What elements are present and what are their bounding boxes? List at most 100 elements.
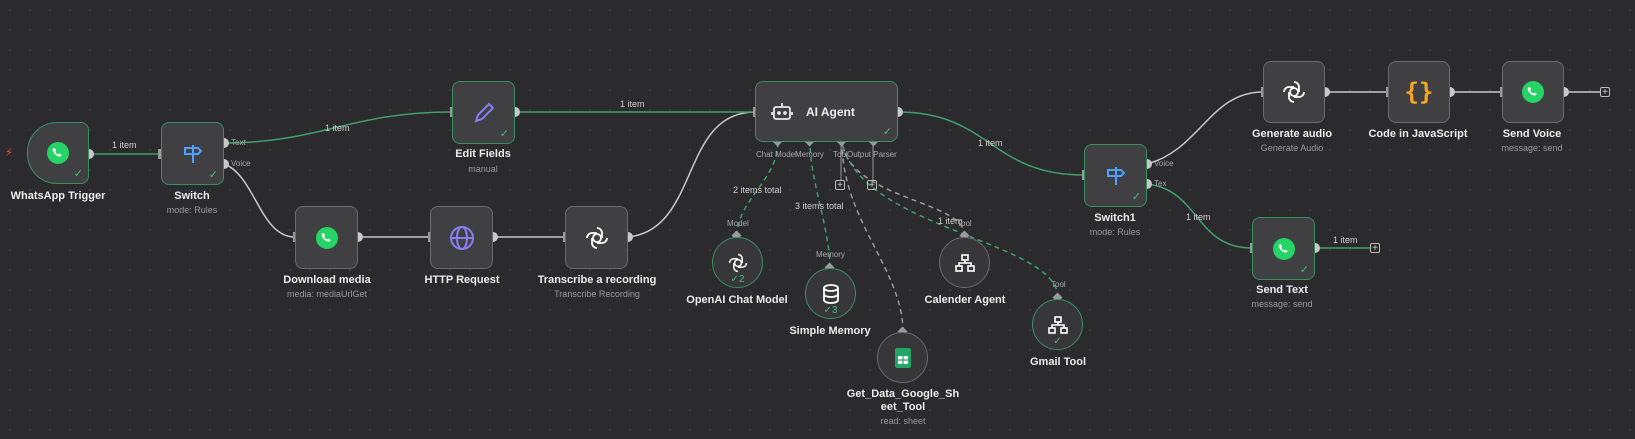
whatsapp-icon: [315, 226, 338, 249]
edit-fields-node[interactable]: ✓: [452, 81, 515, 144]
edge-switch1-sendtext: [1146, 183, 1253, 249]
send-text-label: Send Text: [1256, 284, 1308, 296]
whatsapp-icon: [1272, 237, 1295, 260]
send-voice-label: Send Voice: [1502, 128, 1562, 140]
add-parser-button[interactable]: +: [867, 180, 877, 191]
edge-label-agent-switch1: 1 item: [978, 138, 1003, 148]
edge-memory-agent: [809, 141, 831, 269]
agent-in-chat-label: Chat Model: [756, 150, 797, 159]
google-sheet-tool-node[interactable]: [877, 332, 928, 383]
edge-switch-download: [223, 163, 296, 238]
edge-gmail-agent: [841, 141, 1059, 299]
simple-memory-label: Simple Memory: [789, 325, 871, 337]
ai-agent-label: AI Agent: [806, 104, 855, 119]
switch-sub: mode: Rules: [166, 205, 218, 215]
signpost-icon: [183, 144, 202, 163]
switch-label: Switch: [174, 190, 210, 202]
code-javascript-node[interactable]: {}: [1388, 61, 1450, 123]
download-media-node[interactable]: [295, 206, 358, 269]
edge-switch-edit: [223, 111, 453, 144]
success-check-icon: ✓: [1131, 191, 1141, 203]
whatsapp-trigger-label: WhatsApp Trigger: [10, 190, 106, 202]
edge-calendar-agent: [841, 141, 966, 237]
add-tool-button[interactable]: +: [835, 180, 845, 191]
transcribe-sub: Transcribe Recording: [554, 289, 640, 299]
switch1-node[interactable]: ✓: [1084, 144, 1147, 207]
http-request-label: HTTP Request: [424, 274, 500, 286]
agent-in-tool-label: Tool: [833, 150, 848, 159]
sitemap-icon: [954, 253, 975, 272]
simple-memory-node[interactable]: ✓3: [805, 268, 856, 319]
edge-label-tool-items: 1 item: [938, 216, 963, 226]
edge-agent-switch1: [897, 111, 1085, 176]
success-check-icon: ✓: [1053, 336, 1062, 347]
whatsapp-trigger-node[interactable]: ✓: [27, 122, 89, 184]
google-sheets-icon: [894, 347, 911, 368]
calendar-agent-node[interactable]: [939, 237, 990, 288]
edge-label-switch-edit: 1 item: [325, 123, 350, 133]
handle-in-switch: [158, 149, 162, 159]
edge-sheet-agent: [841, 141, 904, 333]
openai-icon: [1283, 81, 1305, 103]
send-voice-node[interactable]: [1502, 61, 1564, 123]
calendar-handle-label: Tool: [957, 219, 972, 228]
success-check-icon: ✓: [882, 126, 892, 138]
success-check-icon: ✓: [73, 168, 83, 180]
transcribe-label: Transcribe a recording: [537, 274, 657, 286]
edit-fields-sub: manual: [468, 164, 498, 174]
edge-switch1-genaudio: [1146, 91, 1264, 165]
edge-label-edit-agent: 1 item: [620, 99, 645, 109]
google-sheet-tool-sub: read: sheet: [880, 416, 926, 426]
edge-label-sendtext-out: 1 item: [1333, 235, 1358, 245]
curly-braces-icon: {}: [1404, 78, 1434, 106]
edge-openai-agent: [736, 141, 779, 237]
switch1-sub: mode: Rules: [1089, 227, 1141, 237]
download-media-label: Download media: [283, 274, 371, 286]
gmail-handle-label: Tool: [1051, 280, 1066, 289]
switch1-out-text-label: Tex: [1154, 179, 1167, 188]
add-after-send-voice-button[interactable]: +: [1600, 87, 1610, 98]
edge-label-memory-items: 3 items total: [795, 201, 844, 211]
database-icon: [822, 283, 839, 304]
gmail-tool-node[interactable]: ✓: [1032, 299, 1083, 350]
download-media-sub: media: mediaUrlGet: [286, 289, 368, 299]
code-javascript-label: Code in JavaScript: [1368, 128, 1468, 140]
sitemap-icon: [1047, 315, 1068, 334]
openai-icon: [728, 253, 747, 272]
edit-fields-label: Edit Fields: [455, 148, 511, 160]
switch-out-text-label: Text: [231, 138, 246, 147]
run-count-badge: ✓3: [823, 305, 838, 316]
openai-handle-label: Model: [727, 219, 749, 228]
generate-audio-node[interactable]: [1263, 61, 1325, 123]
trigger-bolt-icon: ⚡: [5, 147, 13, 159]
signpost-icon: [1106, 166, 1125, 185]
google-sheet-tool-label-2: eet_Tool: [880, 401, 926, 413]
switch-out-voice-label: Voice: [231, 159, 251, 168]
openai-icon: [585, 226, 608, 249]
http-request-node[interactable]: [430, 206, 493, 269]
success-check-icon: ✓: [499, 128, 509, 140]
calendar-agent-label: Calender Agent: [924, 294, 1006, 306]
success-check-icon: ✓: [1299, 264, 1309, 276]
whatsapp-icon: [47, 142, 69, 164]
memory-handle-label: Memory: [816, 250, 845, 259]
send-text-node[interactable]: ✓: [1252, 217, 1315, 280]
ai-agent-node[interactable]: AI Agent ✓: [755, 81, 898, 142]
send-text-sub: message: send: [1251, 299, 1313, 309]
switch-node[interactable]: ✓: [161, 122, 224, 185]
robot-icon: [771, 102, 793, 120]
run-count-badge: ✓2: [730, 274, 745, 285]
transcribe-node[interactable]: [565, 206, 628, 269]
whatsapp-icon: [1522, 81, 1544, 103]
generate-audio-sub: Generate Audio: [1260, 143, 1324, 153]
success-check-icon: ✓: [208, 169, 218, 181]
edge-transcribe-agent: [627, 111, 756, 238]
send-voice-sub: message: send: [1501, 143, 1563, 153]
openai-chat-model-label: OpenAI Chat Model: [686, 294, 788, 306]
switch1-out-voice-label: Voice: [1154, 159, 1174, 168]
add-after-send-text-button[interactable]: +: [1370, 243, 1380, 254]
edge-label-switch1-sendtext: 1 item: [1186, 212, 1211, 222]
openai-chat-model-node[interactable]: ✓2: [712, 237, 763, 288]
gmail-tool-label: Gmail Tool: [1029, 356, 1087, 368]
